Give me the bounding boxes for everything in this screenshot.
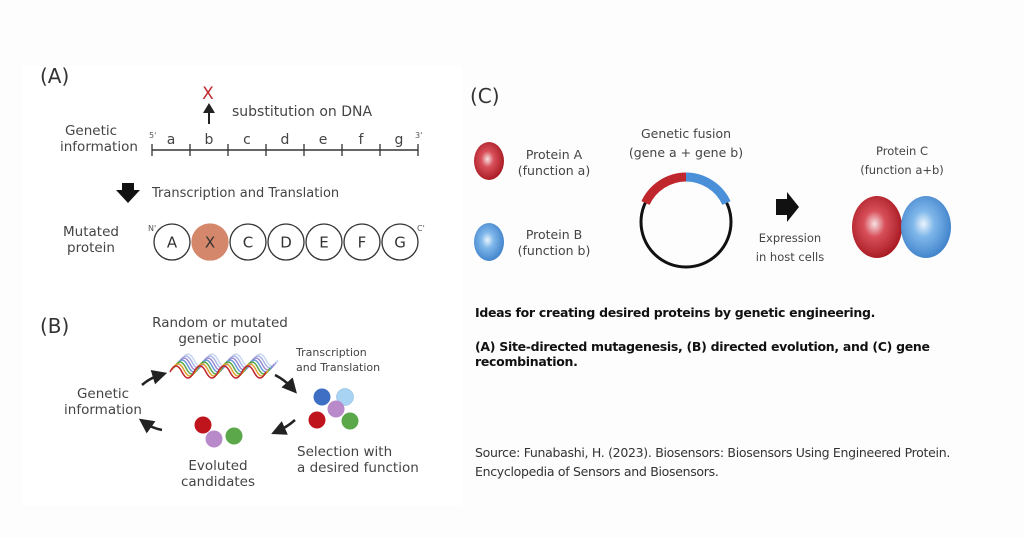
source-line-1: Source: Funabashi, H. (2023). Biosensors… bbox=[475, 445, 950, 460]
gene-label-b: b bbox=[205, 132, 214, 148]
protein-c-red-domain bbox=[852, 196, 902, 258]
light-blue-protein-dot bbox=[336, 388, 354, 406]
protein-c-name: Protein C bbox=[876, 144, 928, 158]
mutation-x-mark: X bbox=[202, 84, 214, 104]
selection-line-1: Selection with bbox=[297, 444, 393, 460]
mutated-protein-line-1: Mutated bbox=[63, 224, 119, 240]
pool-line-2: genetic pool bbox=[178, 331, 262, 347]
gene-label-c: c bbox=[243, 132, 251, 148]
transcription-b-line-1: Transcription bbox=[296, 346, 367, 359]
cycle-arrow-bottom-right bbox=[271, 419, 296, 435]
evoluted-candidates-label: Evoluted candidates bbox=[178, 458, 258, 490]
right-arrow-icon bbox=[776, 192, 799, 222]
gene-label-f: f bbox=[359, 132, 365, 148]
residue-A: A bbox=[153, 223, 191, 261]
wave-strand bbox=[171, 363, 269, 377]
wave-strand bbox=[169, 365, 267, 379]
selection-line-2: a desired function bbox=[297, 460, 419, 476]
expression-line-2: in host cells bbox=[755, 250, 825, 264]
panel-b-label: (B) bbox=[40, 314, 70, 338]
mutated-protein-line-2: protein bbox=[67, 240, 115, 256]
mutated-protein-label: Mutated protein bbox=[58, 224, 124, 256]
residue-G: G bbox=[381, 223, 419, 261]
five-prime-label: 5' bbox=[149, 131, 156, 140]
dna-strand bbox=[151, 144, 419, 156]
gene-label-a: a bbox=[167, 132, 176, 148]
figure-left-background bbox=[22, 66, 462, 506]
protein-c-function: (function a+b) bbox=[860, 163, 944, 177]
transcription-b-line-2: and Translation bbox=[296, 361, 381, 374]
genetic-info-line-2: information bbox=[60, 139, 138, 155]
genetic-info-b-line-1: Genetic bbox=[76, 386, 130, 402]
fusion-line-2: (gene a + gene b) bbox=[628, 145, 744, 160]
panel-c-label: (C) bbox=[470, 84, 500, 108]
residue-D: D bbox=[267, 223, 305, 261]
genetic-pool-label: Random or mutated genetic pool bbox=[140, 315, 300, 347]
n-terminus-label: N' bbox=[148, 224, 156, 233]
genetic-info-line-1: Genetic bbox=[64, 123, 118, 139]
svg-text:C: C bbox=[243, 234, 253, 252]
protein-a-label: Protein A (function a) bbox=[508, 147, 600, 179]
panel-a-label: (A) bbox=[40, 64, 70, 88]
three-prime-label: 3' bbox=[415, 131, 422, 140]
evoluted-purple-dot bbox=[205, 430, 223, 448]
svg-text:F: F bbox=[358, 234, 367, 252]
cycle-arrow-top-right bbox=[274, 373, 297, 394]
c-terminus-label: C' bbox=[417, 224, 425, 233]
wave-strand bbox=[173, 361, 271, 375]
evoluted-green-dot bbox=[225, 427, 243, 445]
transcription-label-b: Transcription and Translation bbox=[296, 345, 396, 375]
residue-E: E bbox=[305, 223, 343, 261]
transcription-translation-label: Transcription and Translation bbox=[152, 186, 340, 201]
selection-label: Selection with a desired function bbox=[297, 444, 427, 476]
genetic-pool-waves bbox=[169, 353, 279, 379]
svg-text:E: E bbox=[319, 234, 328, 252]
svg-text:A: A bbox=[167, 234, 178, 252]
down-arrow-icon bbox=[116, 183, 140, 203]
protein-a-name: Protein A bbox=[525, 147, 583, 162]
purple-protein-dot bbox=[327, 400, 345, 418]
genetic-fusion-label: Genetic fusion (gene a + gene b) bbox=[620, 124, 752, 162]
plasmid-icon bbox=[639, 172, 733, 269]
residue-X: X bbox=[191, 223, 229, 261]
genetic-information-label-a: Genetic information bbox=[60, 123, 138, 155]
caption-title: Ideas for creating desired proteins by g… bbox=[475, 305, 876, 320]
protein-b-function: (function b) bbox=[517, 243, 591, 258]
expression-label: Expression in host cells bbox=[748, 229, 832, 267]
fusion-line-1: Genetic fusion bbox=[640, 126, 732, 141]
cycle-arrow-bottom-left bbox=[138, 418, 163, 434]
protein-c-label: Protein C (function a+b) bbox=[850, 142, 954, 180]
protein-a-function: (function a) bbox=[517, 163, 591, 178]
protein-c-blue-domain bbox=[901, 196, 951, 258]
svg-text:G: G bbox=[394, 234, 406, 252]
evoluted-line-2: candidates bbox=[180, 474, 256, 490]
gene-label-g: g bbox=[395, 132, 404, 148]
protein-a-icon bbox=[474, 142, 504, 180]
protein-b-name: Protein B bbox=[525, 227, 583, 242]
genetic-info-b-line-2: information bbox=[64, 402, 142, 418]
source-line-2: Encyclopedia of Sensors and Biosensors. bbox=[475, 464, 719, 479]
protein-b-icon bbox=[474, 223, 504, 261]
evoluted-red-dot bbox=[194, 416, 212, 434]
residue-C: C bbox=[229, 223, 267, 261]
svg-text:X: X bbox=[205, 234, 215, 252]
green-protein-dot bbox=[341, 412, 359, 430]
svg-text:D: D bbox=[280, 234, 292, 252]
blue-protein-dot bbox=[313, 388, 331, 406]
source-citation: Source: Funabashi, H. (2023). Biosensors… bbox=[475, 443, 950, 481]
expression-line-1: Expression bbox=[758, 231, 822, 245]
caption-detail: (A) Site-directed mutagenesis, (B) direc… bbox=[475, 339, 930, 369]
red-protein-dot bbox=[308, 411, 326, 429]
genetic-information-label-b: Genetic information bbox=[58, 386, 148, 418]
protein-b-label: Protein B (function b) bbox=[508, 227, 600, 259]
evoluted-line-1: Evoluted bbox=[188, 458, 248, 474]
gene-label-d: d bbox=[281, 132, 290, 148]
gene-label-e: e bbox=[319, 132, 328, 148]
residue-F: F bbox=[343, 223, 381, 261]
up-arrow-icon bbox=[203, 103, 215, 124]
cycle-arrow-top-left bbox=[141, 369, 168, 386]
substitution-label: substitution on DNA bbox=[232, 104, 373, 120]
pool-line-1: Random or mutated bbox=[152, 315, 288, 331]
